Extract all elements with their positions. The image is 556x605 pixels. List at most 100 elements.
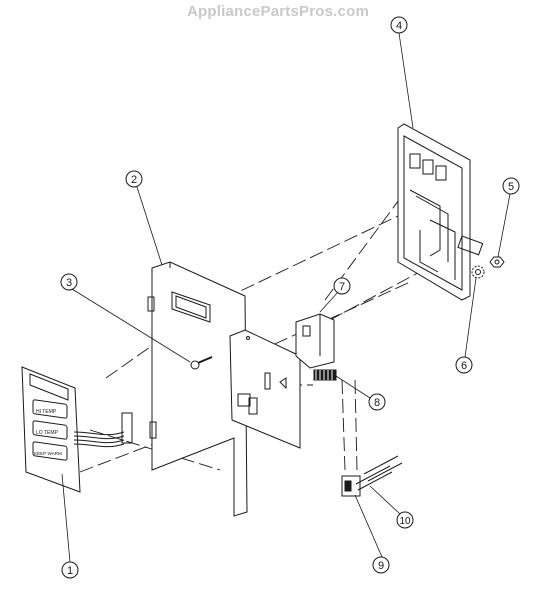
callout-label: 3 [66,277,72,289]
leader-lines [61,32,511,563]
callout-circle [368,393,386,411]
bracket-part-7 [295,313,335,369]
circuit-board-part-4 [397,123,484,301]
callout-label: 1 [67,565,73,577]
washer-outline [471,265,485,279]
callout-3: 3 [60,273,78,291]
key-label: LO TEMP [36,430,59,436]
callout-label: 4 [396,20,402,32]
keypad-display-window [29,373,69,401]
ribbon-cable [73,431,125,436]
leader-line [136,186,163,266]
ribbon-cable [73,435,125,440]
callout-label: 7 [339,281,345,293]
callout-label: 9 [378,560,384,572]
leader-line [369,485,401,515]
board-display-digit [422,159,434,175]
callout-5: 5 [502,177,520,195]
callouts: 1 2 3 4 5 6 7 [60,16,520,579]
mount-terminal [237,393,251,407]
leader-line [464,277,477,358]
callout-label: 6 [461,360,467,372]
board-trace [429,219,456,280]
callout-circle [396,511,414,529]
board-knob-stem [457,235,484,256]
panel-window [171,291,211,323]
panel-part-2 [147,261,248,517]
mount-hole [246,336,250,340]
washer-hole [475,269,481,275]
panel-outline [151,261,248,517]
ribbon-connector [121,412,133,444]
board-inner [403,135,463,291]
leader-line [61,473,71,563]
leader-line [319,291,339,313]
mount-arrow [279,377,287,390]
wire-lead [367,462,403,482]
assembly-line [105,339,161,379]
nut-part-5 [489,256,505,268]
board-trace [409,189,441,257]
screw-head [190,360,200,370]
callout-label: 2 [131,174,137,186]
callout-10: 10 [396,511,414,529]
wire-lead [363,455,399,475]
connector-body [313,369,337,381]
callout-6: 6 [455,356,473,374]
panel-post [147,296,155,312]
callout-2: 2 [125,170,143,188]
callout-8: 8 [368,393,386,411]
board-trace [415,195,449,262]
callout-circle [502,177,520,195]
plug-wire [357,471,393,491]
connector-part-8 [313,369,337,381]
callout-circle [125,170,143,188]
callout-1: 1 [61,561,79,579]
leader-line [398,32,414,129]
callout-circle [372,556,390,574]
callout-circle [390,16,408,34]
key-label: KEEP WARM [34,451,62,456]
ribbon-cable [73,443,125,448]
screw-part-3 [190,356,213,370]
assembly-line [341,379,346,471]
key-label: HI TEMP [36,409,57,415]
nut-outline [489,256,505,268]
leader-line [354,494,383,558]
board-display-digit [409,153,421,169]
callout-circle [61,561,79,579]
key-keep-warm [32,441,68,461]
washer-part-6 [471,265,485,279]
board-display-digit [435,165,447,181]
callout-circle [455,356,473,374]
ribbon-cable [73,439,125,444]
bracket-tab [302,325,311,337]
plug-socket [344,480,352,492]
bracket-outline [295,313,335,369]
assembly-line [329,244,471,321]
mount-plate [229,329,301,449]
callout-7: 7 [333,277,351,295]
watermark: AppliancePartsPros.com [187,3,369,20]
nut-hole [494,259,500,265]
panel-window-inner [175,295,207,319]
callout-9: 9 [372,556,390,574]
wire-part-10 [363,455,403,482]
board-trace [419,230,439,273]
plug-wire [355,465,391,485]
mount-terminal [248,397,258,415]
callout-label: 8 [374,397,380,409]
wire-connector-part-9 [341,465,393,497]
callout-label: 5 [508,181,514,193]
keypad-part-1: HI TEMP LO TEMP KEEP WARM [21,366,133,493]
leader-line [71,288,191,363]
callout-4: 4 [390,16,408,34]
callout-circle [60,273,78,291]
leader-line [497,193,511,258]
mount-slot [264,372,271,390]
keypad-outline [21,366,81,493]
board-outline [397,123,471,301]
key-hi-temp [32,399,68,419]
